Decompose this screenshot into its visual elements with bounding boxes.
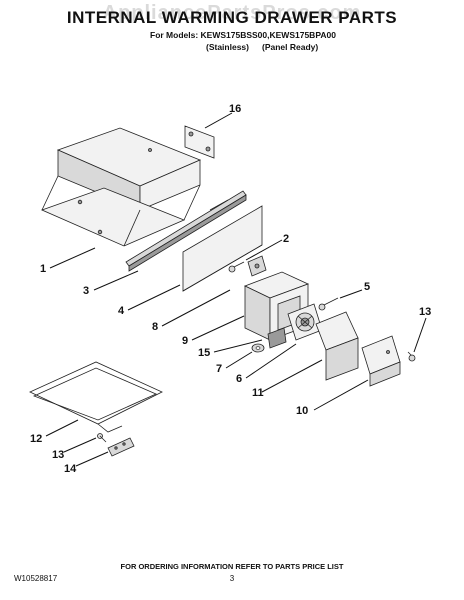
watermark: AppliancePartsPros.com [102,2,362,24]
part-5-screw [318,297,339,311]
callout-1: 1 [40,263,46,275]
callout-12: 12 [30,433,42,445]
part-1-housing [40,127,202,247]
page-title: INTERNAL WARMING DRAWER PARTS [66,8,398,27]
part-8-bracket [247,255,267,277]
document-number: W10528817 [14,574,58,583]
callout-11: 11 [252,387,264,399]
page-number: 3 [229,574,235,583]
part-7-washer [251,343,265,353]
callout-16: 16 [229,103,241,115]
callout-3: 3 [83,285,89,297]
part-11-cover [315,311,359,381]
part-12-heating-element [29,361,163,433]
callout-5: 5 [364,281,370,293]
part-13-screw-left [97,433,107,443]
variant-stainless: (Stainless) [206,42,249,52]
callout-8: 8 [152,321,158,333]
part-4-panel [182,205,263,292]
callout-7: 7 [216,363,222,375]
variant-panel-ready: (Panel Ready) [262,42,319,52]
callout-14: 14 [64,463,77,475]
callout-10: 10 [296,405,308,417]
part-2-screw [228,261,245,273]
models-label: For Models: KEWS175BSS00,KEWS175BPA00 [150,30,336,40]
part-10-end-bracket [361,335,401,387]
callout-6: 6 [236,373,242,385]
ordering-note: FOR ORDERING INFORMATION REFER TO PARTS … [120,562,344,571]
callout-15: 15 [198,347,210,359]
part-13-screw-right [407,351,416,362]
part-3-slide-rail [125,190,247,272]
callout-9: 9 [182,335,188,347]
callout-2: 2 [283,233,289,245]
part-14-terminal [107,437,135,457]
callout-4: 4 [118,305,125,317]
part-15-plate [267,327,287,349]
callout-13-left: 13 [52,449,64,461]
callout-13-right: 13 [419,306,431,318]
part-16-bracket [184,125,215,159]
